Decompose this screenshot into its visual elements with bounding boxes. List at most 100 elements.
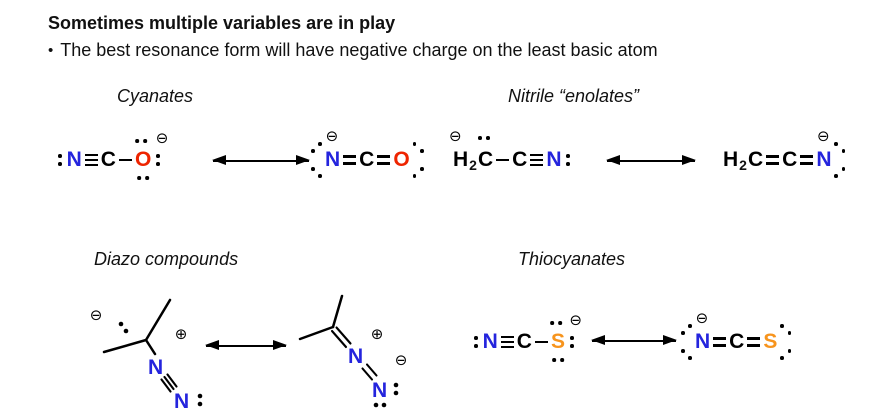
methyl-bond: [144, 298, 172, 342]
subscript-two: 2: [739, 157, 747, 173]
label-cyanates: Cyanates: [117, 86, 194, 106]
carbon-atom: C: [359, 148, 375, 171]
carbon-atom: C: [100, 148, 116, 171]
label-diazo-compounds: Diazo compounds: [94, 249, 239, 269]
resonance-arrow: [606, 155, 696, 165]
subscript-two: 2: [469, 157, 477, 173]
label-nitrile-enolates: Nitrile “enolates”: [508, 86, 640, 106]
lone-pair-dots: [311, 142, 322, 153]
resonance-arrow: [212, 155, 310, 165]
lone-pair-dots: [412, 167, 424, 178]
negative-charge: ⊖: [325, 127, 339, 145]
double-bond-line: [330, 329, 348, 349]
thiocyanate-structure-left: N C S ⊖: [470, 313, 582, 362]
carbon-nitrogen-bond: [144, 338, 157, 356]
nitrogen-atom: N: [372, 379, 387, 402]
carbon-atom: C: [729, 330, 745, 353]
sulfur-atom: S: [762, 324, 792, 360]
single-bond: [496, 158, 510, 162]
lone-pair-dots: [681, 324, 692, 335]
cyanate-structure-left: N C O ⊖: [54, 131, 168, 180]
nitrogen-atom: N ⊖: [311, 129, 341, 178]
nitrogen-atom: N: [148, 356, 163, 379]
lone-pair-dot: [393, 382, 399, 388]
carbon-atom: C: [512, 148, 528, 171]
carbon-atom: C: [477, 148, 494, 171]
lone-pair-dot: [393, 390, 399, 396]
triple-bond: [84, 153, 98, 167]
lone-pair-dot: [123, 328, 129, 334]
lone-pair-dots: [412, 142, 424, 153]
diazo-structure-left: ⊖ N ⊕ N: [90, 298, 203, 410]
nitrile-enolate-structure-right: H 2 C C N ⊖: [722, 129, 846, 178]
lone-pair-dot: [118, 321, 124, 327]
nitrogen-atom: N: [348, 345, 363, 368]
methylene-group: H 2 C ⊖: [449, 129, 494, 174]
diazo-structure-right: N ⊕ N ⊖: [298, 294, 408, 408]
nitrile-enolate-structure-left: H 2 C ⊖ C N: [449, 129, 574, 174]
lone-pair-dots: [681, 349, 692, 360]
triple-bond: [500, 335, 514, 349]
lone-pair-dots: [552, 358, 564, 362]
triple-bond-line: [163, 375, 175, 391]
sulfur-letter: S: [763, 330, 778, 353]
lone-pair-dot: [197, 393, 203, 399]
hydrogen-atom: H: [723, 148, 739, 171]
single-bond: [534, 340, 548, 344]
lone-pair-dots: [834, 167, 846, 178]
lone-pair-dots: [474, 336, 478, 348]
oxygen-letter: O: [393, 148, 410, 171]
methyl-bond: [102, 338, 148, 354]
nitrogen-letter: N: [695, 330, 711, 353]
lone-pair-dots: [780, 349, 792, 360]
double-bond: [747, 337, 761, 347]
lone-pair-dot: [381, 402, 387, 408]
lone-pair-dots: [135, 139, 148, 143]
lone-pair-dots: [834, 142, 846, 153]
double-bond: [343, 155, 357, 165]
page-title: Sometimes multiple variables are in play: [48, 13, 396, 33]
nitrogen-atom: N: [546, 148, 562, 171]
lone-pair-dots: [566, 154, 571, 166]
subtitle-text: The best resonance form will have negati…: [60, 40, 658, 60]
triple-bond-line: [166, 373, 178, 388]
subtitle-line: • The best resonance form will have nega…: [48, 40, 658, 61]
positive-charge: ⊕: [175, 325, 188, 343]
double-bond-line: [361, 367, 374, 381]
lone-pair-dots: [569, 336, 574, 348]
cyanate-structure-right: N ⊖ C O: [311, 129, 424, 178]
negative-charge: ⊖: [155, 129, 169, 147]
lone-pair-dots: [156, 154, 160, 166]
oxygen-letter: O: [134, 148, 152, 171]
double-bond: [377, 155, 391, 165]
triple-bond: [530, 153, 544, 167]
negative-charge: ⊖: [395, 351, 408, 369]
label-thiocyanates: Thiocyanates: [518, 249, 626, 269]
single-bond: [118, 158, 132, 162]
negative-charge: ⊖: [449, 127, 462, 145]
lone-pair-dot: [373, 402, 379, 408]
double-bond-line: [365, 363, 378, 377]
resonance-arrow: [205, 340, 287, 350]
methyl-bond: [331, 294, 344, 329]
bullet-point: •: [48, 42, 54, 59]
resonance-arrow: [591, 335, 677, 345]
methyl-bond: [298, 325, 335, 341]
negative-charge: ⊖: [90, 306, 103, 324]
oxygen-atom: O ⊖: [134, 131, 168, 180]
sulfur-atom: S ⊖: [550, 313, 582, 362]
methylene-group: H 2 C: [722, 148, 764, 174]
lone-pair-dots: [478, 136, 490, 140]
double-bond: [800, 155, 814, 165]
double-bond-line: [335, 326, 352, 345]
oxygen-atom: O: [392, 142, 424, 178]
nitrogen-letter: N: [325, 148, 341, 171]
triple-bond-line: [160, 378, 172, 393]
nitrogen-atom: N: [482, 330, 498, 353]
nitrogen-atom: N: [174, 390, 189, 410]
thiocyanate-structure-right: N ⊖ C S: [681, 311, 792, 360]
positive-charge: ⊕: [371, 325, 384, 343]
carbon-atom: C: [782, 148, 798, 171]
lone-pair-dots: [780, 324, 792, 335]
